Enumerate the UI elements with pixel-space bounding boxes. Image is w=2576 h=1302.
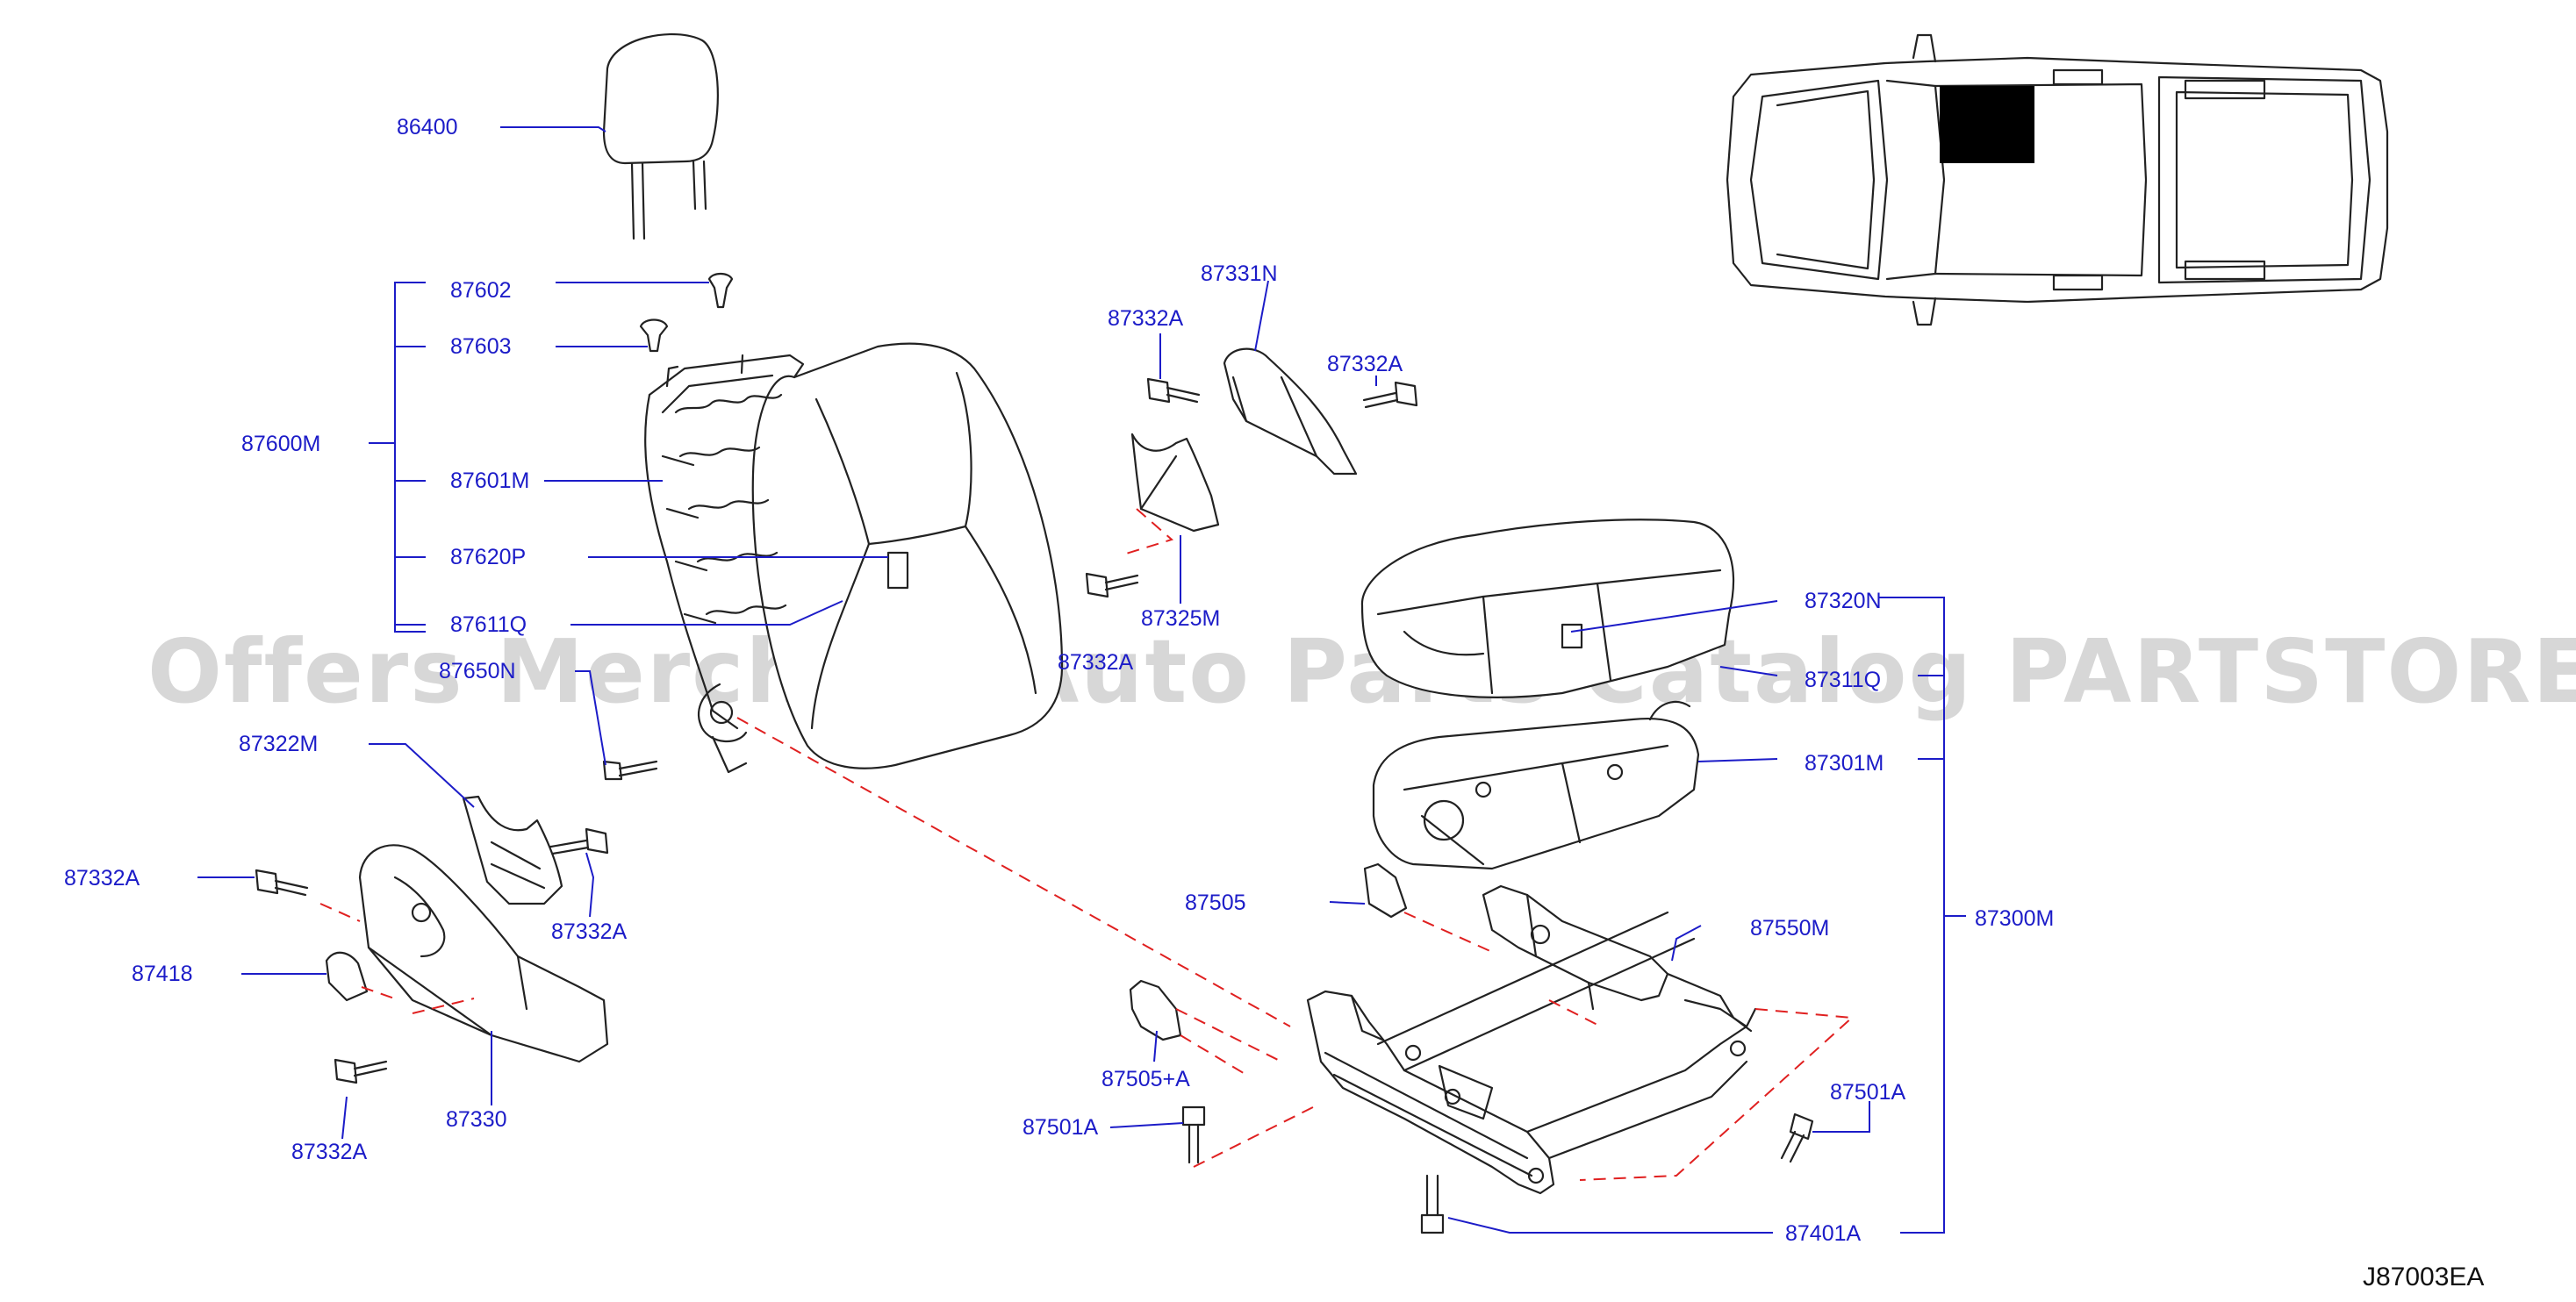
- label-87332a-middle[interactable]: 87332A: [551, 919, 628, 944]
- bolt-87332a-upper-left: [1146, 377, 1201, 404]
- bolt-87332a-upper-right: [1362, 381, 1418, 409]
- diagram-code: J87003EA: [2363, 1263, 2484, 1291]
- seat-cushion-87320n: [1360, 519, 1735, 698]
- label-87550m[interactable]: 87550M: [1750, 916, 1829, 941]
- headrest-86400: [602, 33, 719, 240]
- label-87603[interactable]: 87603: [450, 334, 512, 359]
- label-87418[interactable]: 87418: [132, 962, 193, 986]
- seat-cushion-frame-87301m: [1372, 700, 1700, 870]
- label-87332a-upper-right[interactable]: 87332A: [1327, 352, 1403, 376]
- label-87332a-bottom[interactable]: 87332A: [291, 1140, 368, 1164]
- dashed-leaders: [319, 508, 1855, 1181]
- bracket-87505a: [1129, 979, 1182, 1041]
- label-87300m[interactable]: 87300M: [1975, 906, 2054, 931]
- label-87600m[interactable]: 87600M: [241, 432, 320, 456]
- bolt-87501a-right: [1780, 1112, 1814, 1163]
- seat-rail-assembly: [1306, 911, 1757, 1195]
- bolt-87332a-middle: [544, 827, 609, 856]
- finisher-87330: [358, 844, 609, 1063]
- label-87330[interactable]: 87330: [446, 1107, 507, 1132]
- label-87325m[interactable]: 87325M: [1141, 606, 1220, 631]
- knob-87418: [325, 951, 369, 1002]
- label-87505[interactable]: 87505: [1185, 891, 1246, 915]
- label-87320n[interactable]: 87320N: [1805, 589, 1882, 613]
- bracket-87505: [1363, 862, 1408, 919]
- bolt-87401a: [1420, 1174, 1445, 1234]
- clip-87603: [639, 318, 669, 353]
- label-86400[interactable]: 86400: [397, 115, 458, 140]
- clip-87602: [707, 272, 734, 309]
- cover-87322m: [462, 795, 563, 905]
- label-87331n[interactable]: 87331N: [1201, 261, 1278, 286]
- label-87505a[interactable]: 87505+A: [1101, 1067, 1190, 1091]
- bolt-87332a-center: [1085, 572, 1139, 598]
- seat-location-marker: [1940, 86, 2034, 163]
- part-labels: 86400 87602 87603 87600M 87601M 87620P 8…: [64, 115, 2054, 1246]
- seat-back-frame: [644, 354, 909, 774]
- label-87311q[interactable]: 87311Q: [1805, 668, 1881, 692]
- label-87401a[interactable]: 87401A: [1785, 1221, 1862, 1246]
- cover-87331n: [1223, 347, 1358, 476]
- bolt-87501a-left: [1181, 1105, 1206, 1164]
- watermark: Offers Merchant Auto Parts Catalog PARTS…: [147, 620, 2576, 723]
- label-87620p[interactable]: 87620P: [450, 545, 526, 569]
- bolt-87332a-left: [255, 869, 309, 897]
- bolt-left-back: [602, 760, 658, 781]
- label-87650n[interactable]: 87650N: [439, 659, 516, 683]
- label-87501a-left[interactable]: 87501A: [1023, 1115, 1099, 1140]
- label-87301m[interactable]: 87301M: [1805, 751, 1884, 776]
- label-87332a-upper-left[interactable]: 87332A: [1108, 306, 1184, 331]
- vehicle-top-view: [1726, 33, 2389, 326]
- label-leaders: [197, 126, 1966, 1234]
- adjuster-87550m: [1482, 884, 1669, 1011]
- label-87332a-left[interactable]: 87332A: [64, 866, 140, 891]
- label-87602[interactable]: 87602: [450, 278, 512, 303]
- label-87601m[interactable]: 87601M: [450, 469, 529, 493]
- label-87332a-center[interactable]: 87332A: [1058, 650, 1134, 675]
- label-87322m[interactable]: 87322M: [239, 732, 318, 756]
- bolt-87332a-bottom-left: [334, 1058, 388, 1084]
- label-87611q[interactable]: 87611Q: [450, 612, 527, 637]
- cover-87325m: [1130, 433, 1220, 533]
- label-87501a-right[interactable]: 87501A: [1830, 1080, 1906, 1105]
